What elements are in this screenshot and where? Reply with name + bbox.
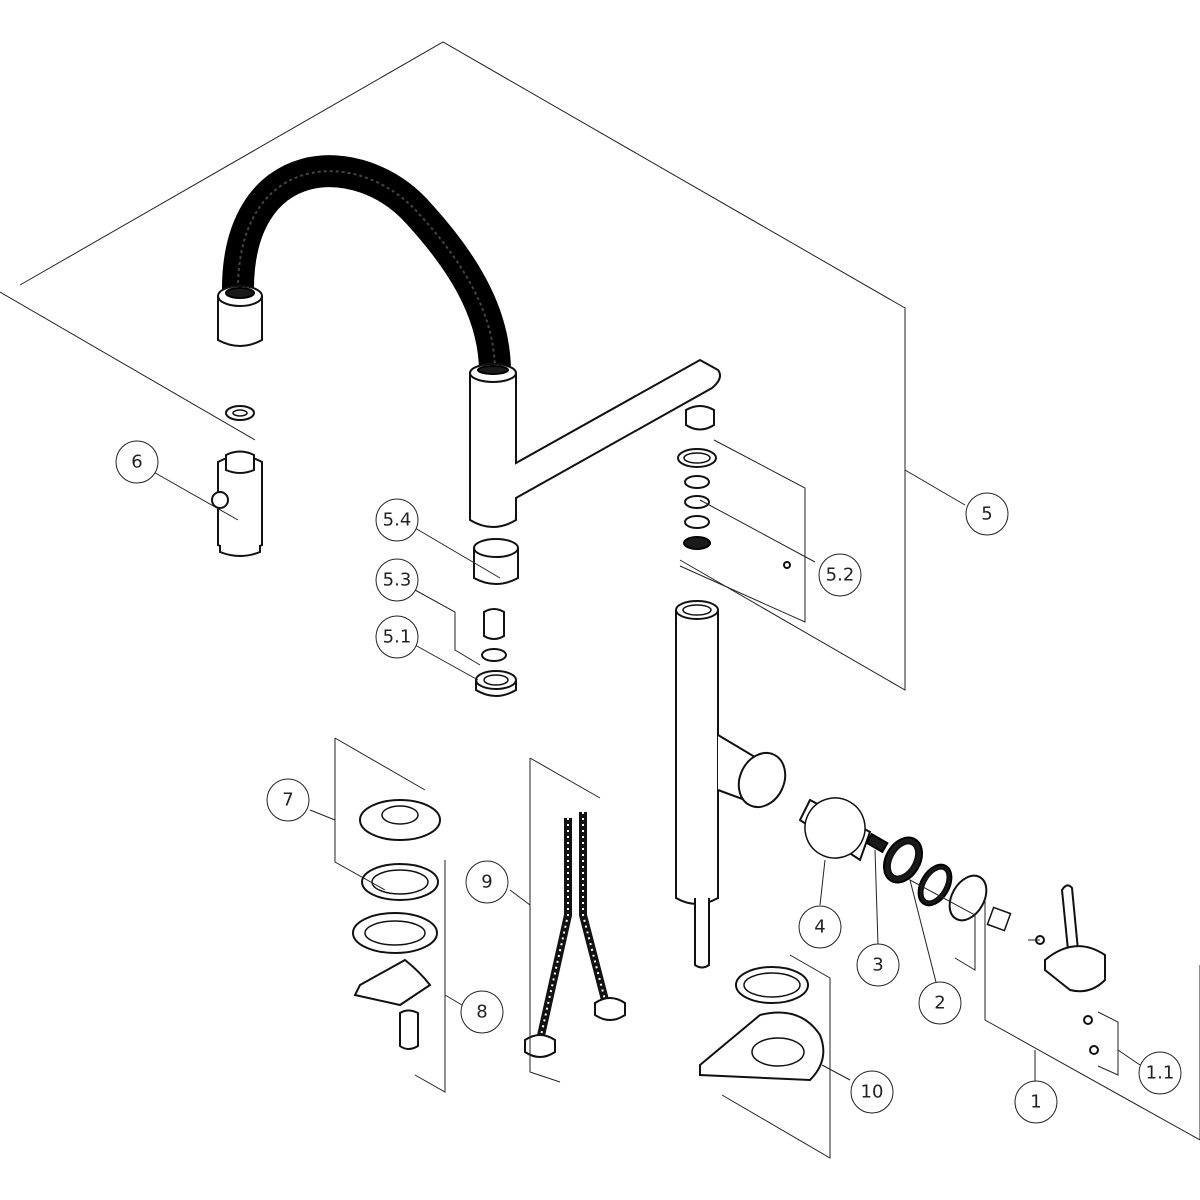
svg-text:7: 7 [282, 790, 293, 811]
svg-text:1.1: 1.1 [1146, 1063, 1175, 1084]
callout-8: 8 [460, 990, 504, 1034]
svg-text:6: 6 [131, 452, 142, 473]
svg-text:3: 3 [872, 955, 883, 976]
spout-body [469, 358, 721, 528]
svg-text:5.2: 5.2 [826, 565, 855, 586]
part-9-supply-hoses [524, 812, 626, 1058]
callout-5-3: 5.3 [375, 558, 419, 602]
callout-5-1: 5.1 [375, 615, 419, 659]
part-1-lever-handle [986, 884, 1106, 1055]
bracket-8 [414, 860, 446, 1093]
callout-10: 10 [850, 1070, 894, 1114]
svg-text:5.4: 5.4 [383, 510, 412, 531]
svg-text:2: 2 [934, 993, 945, 1014]
callout-2: 2 [918, 981, 962, 1025]
part-2-cover-ring [948, 874, 988, 922]
bracket-7 [334, 738, 386, 891]
callout-6: 6 [115, 440, 159, 484]
part-4-mixing-cartridge [798, 797, 889, 862]
part-8-stud-nut [399, 1009, 419, 1050]
part-5-1-nut [475, 670, 517, 697]
part-5-4-sleeve [473, 538, 519, 585]
callout-7: 7 [266, 778, 310, 822]
part-8-horseshoe-washer [352, 912, 438, 954]
main-body [675, 600, 787, 969]
svg-text:4: 4 [814, 917, 825, 938]
callout-9: 9 [465, 860, 509, 904]
callout-3: 3 [856, 943, 900, 987]
callout-5-4: 5.4 [375, 498, 419, 542]
callout-1-1: 1.1 [1138, 1051, 1182, 1095]
bracket-assembly-5 [0, 41, 966, 691]
bracket-1 [984, 900, 1200, 1141]
svg-text:5: 5 [981, 504, 992, 525]
callout-5-2: 5.2 [818, 553, 862, 597]
part-7-mounting-plate [359, 799, 441, 841]
part-3-nut [883, 836, 923, 884]
leader-lines [149, 469, 1141, 1085]
bracket-5-2 [679, 439, 806, 623]
part-5-2-seal-set [677, 448, 791, 569]
svg-text:8: 8 [476, 1002, 487, 1023]
svg-text:10: 10 [861, 1082, 884, 1103]
svg-text:1: 1 [1030, 1092, 1041, 1113]
spout-hose-end-sleeve [217, 285, 263, 347]
part-8-clamp [353, 958, 432, 1007]
bracket-7-top [334, 737, 426, 791]
callout-4: 4 [798, 905, 842, 949]
part-6-aerator-body [211, 405, 263, 557]
bracket-10 [721, 954, 831, 1159]
bracket-9-top [529, 757, 601, 799]
callout-5: 5 [965, 492, 1009, 536]
part-10-support-plate [699, 966, 825, 1082]
callout-1: 1 [1014, 1080, 1058, 1124]
svg-text:5.3: 5.3 [383, 570, 412, 591]
bracket-9 [529, 758, 561, 1083]
part-2-o-ring [917, 863, 953, 907]
svg-text:9: 9 [481, 872, 492, 893]
part-5-3-cartridge [481, 608, 507, 662]
part-8-washer [361, 863, 439, 901]
bracket-1-1 [1097, 1011, 1119, 1076]
svg-text:5.1: 5.1 [383, 627, 412, 648]
spout-hose [221, 155, 511, 373]
